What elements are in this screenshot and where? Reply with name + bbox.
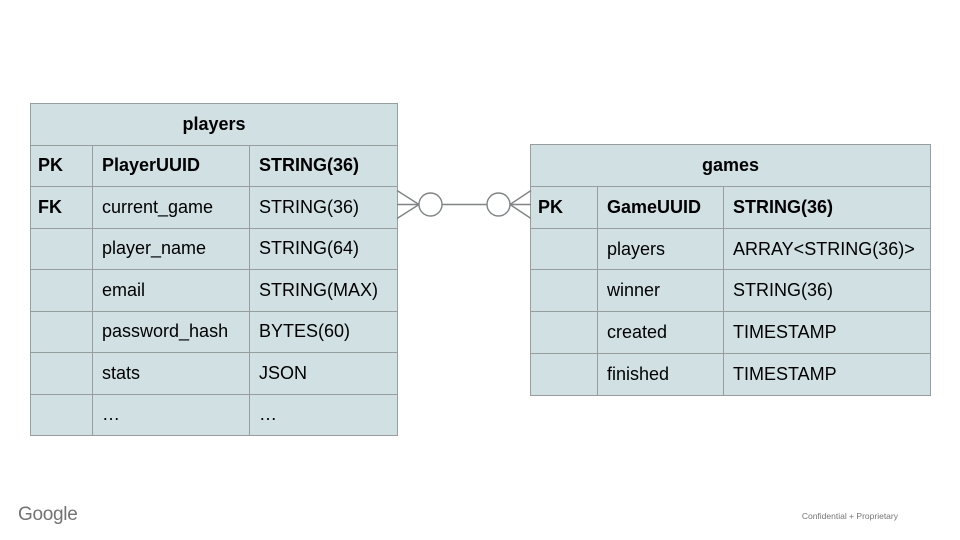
cell-type: JSON [248,352,399,395]
google-logo: Google [18,504,78,525]
cell-field: created [597,311,724,355]
cell-key: FK [30,186,93,229]
crow-foot-left-icon [396,189,420,220]
table-row: … … [30,393,399,436]
table-row: FK current_game STRING(36) [30,186,399,229]
cell-type: BYTES(60) [248,310,399,353]
table-row: PK PlayerUUID STRING(36) [30,144,399,187]
games-table: games PK GameUUID STRING(36) players ARR… [529,144,932,396]
cell-type: STRING(36) [248,186,399,229]
games-table-title: games [529,144,932,187]
cell-key [30,269,93,312]
cell-type: TIMESTAMP [722,311,932,355]
cell-type: … [248,393,399,436]
cell-field: player_name [92,227,250,270]
table-row: finished TIMESTAMP [530,353,932,396]
cell-key: PK [30,144,93,187]
cell-type: TIMESTAMP [722,353,932,396]
cell-field: email [92,269,250,312]
table-row: players ARRAY<STRING(36)> [530,227,932,271]
cell-field: … [92,393,250,436]
cell-key [30,227,93,270]
cell-key [30,310,93,353]
cell-type: STRING(36) [248,144,399,187]
cell-type: STRING(36) [722,185,932,229]
cell-type: ARRAY<STRING(36)> [722,227,932,271]
table-row: winner STRING(36) [530,269,932,313]
players-table: players PK PlayerUUID STRING(36) FK curr… [29,103,399,436]
cell-field: GameUUID [597,185,724,229]
cell-field: players [597,227,724,271]
cell-key: PK [530,185,598,229]
zero-cardinality-circle-left-icon [418,192,443,217]
cell-field: finished [597,353,724,396]
crow-foot-right-icon [509,189,532,220]
cell-field: password_hash [92,310,250,353]
cell-field: PlayerUUID [92,144,250,187]
cell-key [30,393,93,436]
confidential-label: Confidential + Proprietary [801,511,898,521]
cell-field: stats [92,352,250,395]
games-title-row: games [529,144,932,187]
table-row: PK GameUUID STRING(36) [530,185,932,229]
table-row: created TIMESTAMP [530,311,932,355]
cell-type: STRING(36) [722,269,932,313]
cell-type: STRING(MAX) [248,269,399,312]
table-row: stats JSON [30,352,399,395]
players-title-row: players [29,103,399,146]
cell-key [530,311,598,355]
players-table-title: players [29,103,399,146]
cell-type: STRING(64) [248,227,399,270]
cell-key [530,269,598,313]
table-row: player_name STRING(64) [30,227,399,270]
cell-field: winner [597,269,724,313]
cell-field: current_game [92,186,250,229]
table-row: email STRING(MAX) [30,269,399,312]
cell-key [30,352,93,395]
table-row: password_hash BYTES(60) [30,310,399,353]
cell-key [530,353,598,396]
cell-key [530,227,598,271]
zero-cardinality-circle-right-icon [486,192,511,217]
